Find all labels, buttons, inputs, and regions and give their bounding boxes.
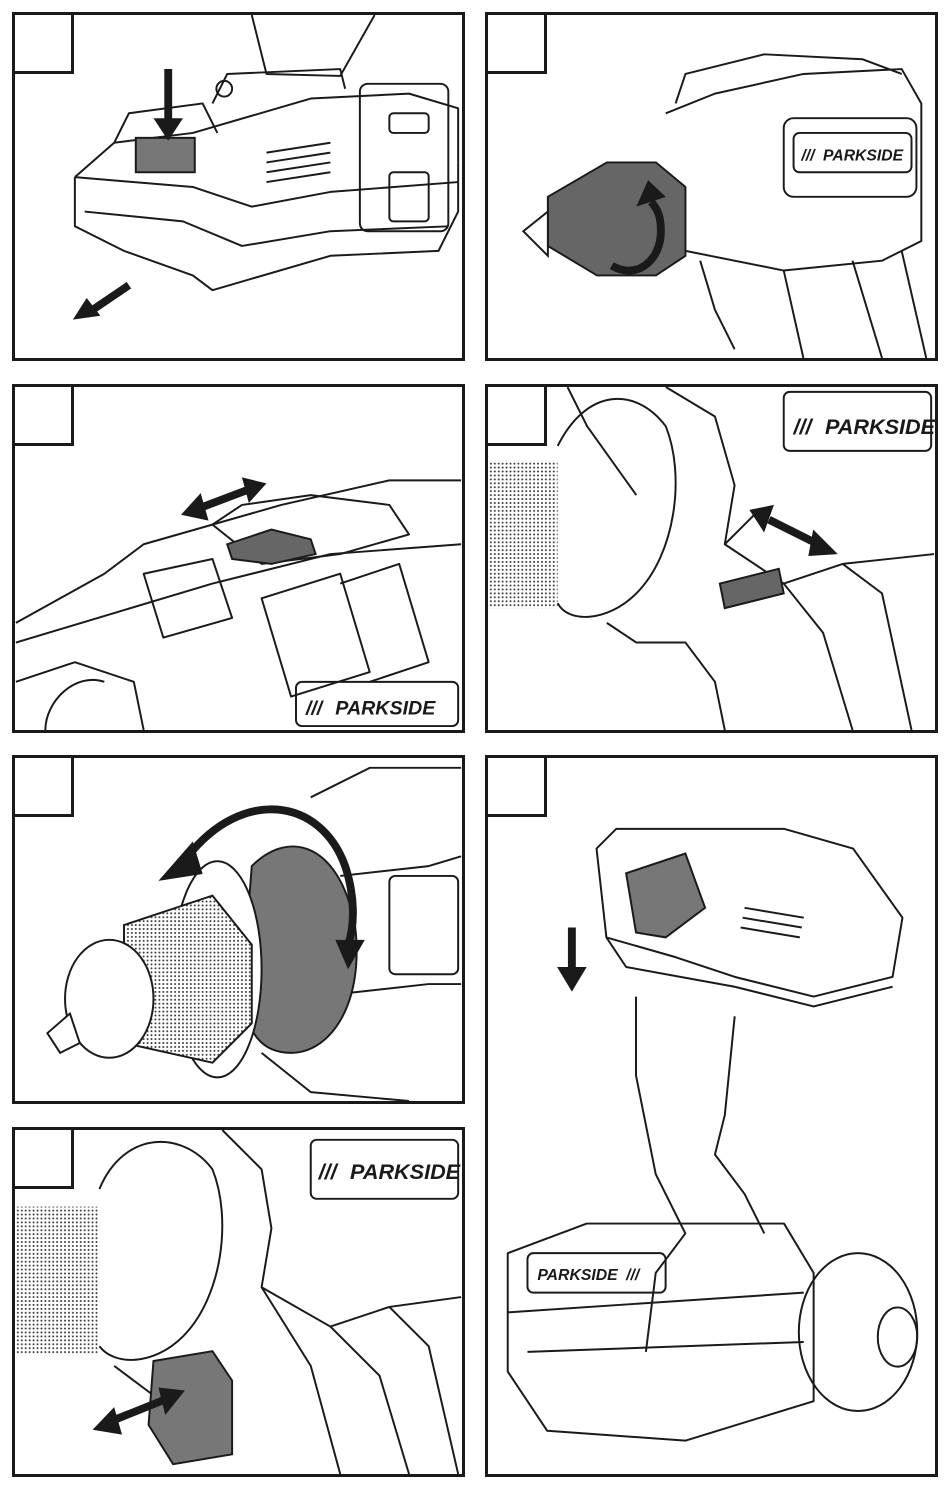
illustration-trigger: /// PARKSIDE <box>15 1130 462 1474</box>
parkside-logo: /// PARKSIDE <box>794 133 912 172</box>
press-down-arrow-icon <box>153 69 182 141</box>
panel-direction-switch: /// PARKSIDE <box>485 384 938 733</box>
logo-mark: /// <box>793 414 814 439</box>
illustration-belt-clip: PARKSIDE /// <box>488 758 935 1474</box>
step-number-box <box>485 12 547 74</box>
panel-belt-clip: PARKSIDE /// <box>485 755 938 1477</box>
step-number-box <box>12 1127 74 1189</box>
illustration-chuck: /// PARKSIDE <box>488 15 935 358</box>
down-arrow-icon <box>557 928 587 992</box>
parkside-logo: PARKSIDE /// <box>527 1253 665 1292</box>
logo-mark: /// <box>800 147 816 164</box>
illustration-direction-switch: /// PARKSIDE <box>488 387 935 730</box>
step-number-box <box>12 755 74 817</box>
step-number-box <box>485 755 547 817</box>
parkside-logo: /// PARKSIDE <box>311 1140 461 1199</box>
panel-battery-removal <box>12 12 465 361</box>
panel-torque-ring <box>12 755 465 1104</box>
slide-out-arrow-icon <box>73 285 129 319</box>
panel-trigger: /// PARKSIDE <box>12 1127 465 1477</box>
step-number-box <box>12 384 74 446</box>
double-arrow-icon <box>749 505 837 556</box>
step-number-box <box>485 384 547 446</box>
step-number-box <box>12 12 74 74</box>
logo-mark: /// <box>305 697 325 719</box>
illustration-gear-selector: /// PARKSIDE <box>15 387 462 730</box>
parkside-logo: /// PARKSIDE <box>784 392 935 451</box>
double-arrow-icon <box>181 477 267 520</box>
logo-name: PARKSIDE <box>825 414 935 439</box>
panel-chuck-rotate: /// PARKSIDE <box>485 12 938 361</box>
logo-name: PARKSIDE <box>823 147 904 164</box>
logo-name: PARKSIDE <box>537 1267 618 1284</box>
logo-mark: /// <box>625 1267 641 1284</box>
illustration-torque-ring <box>15 758 462 1101</box>
panel-gear-selector: /// PARKSIDE <box>12 384 465 733</box>
logo-name: PARKSIDE <box>335 697 436 719</box>
illustration-battery <box>15 15 462 358</box>
logo-name: PARKSIDE <box>350 1159 461 1184</box>
logo-mark: /// <box>318 1159 339 1184</box>
